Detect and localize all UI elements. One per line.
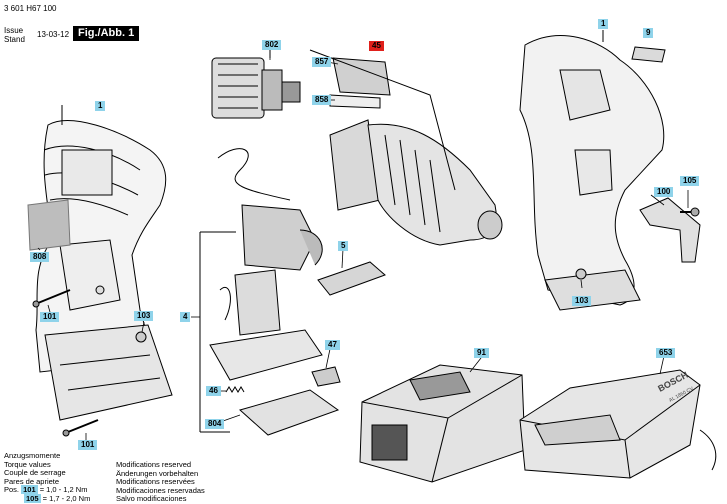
wire <box>217 148 291 201</box>
callout-858: 858 <box>312 95 332 105</box>
spring-858 <box>329 94 381 109</box>
nut-103-right <box>575 268 587 280</box>
callout-9: 9 <box>643 28 654 38</box>
torque-line: Torque values <box>4 459 51 469</box>
charger-653 <box>519 369 717 479</box>
modifications-line: Modifications reservées <box>116 477 195 487</box>
torque-line: Couple de serrage <box>4 468 66 478</box>
torque-value-101: = 1,0 - 1,2 Nm <box>39 485 88 495</box>
callout-105: 105 <box>680 176 700 186</box>
switch-module-4 <box>209 204 323 381</box>
issue-label: Issue <box>4 26 24 35</box>
callout-4: 4 <box>180 312 191 322</box>
callout-653: 653 <box>656 348 676 358</box>
callout-46: 46 <box>206 386 221 396</box>
torque-row-105: 105 = 1,7 - 2,0 Nm <box>4 493 91 504</box>
callout-808: 808 <box>30 252 50 262</box>
screws-101 <box>32 289 99 437</box>
issue-date: 13-03-12 <box>37 30 70 39</box>
pad-47 <box>311 366 341 387</box>
label-pad-808 <box>27 199 71 251</box>
callout-100: 100 <box>654 187 674 197</box>
housing-right-half <box>519 30 665 311</box>
callout-103-left: 103 <box>134 311 154 321</box>
callout-1-right: 1 <box>598 19 609 29</box>
battery-91 <box>359 364 526 483</box>
callout-103-right: 103 <box>572 296 592 306</box>
pos-label: Pos. <box>4 485 20 495</box>
callout-47: 47 <box>325 340 340 350</box>
screw-105 <box>680 207 700 217</box>
callout-857: 857 <box>312 57 332 67</box>
callout-91: 91 <box>474 348 489 358</box>
nut-103-left <box>135 331 147 343</box>
torque-row-101: Pos. 101 = 1,0 - 1,2 Nm <box>4 485 90 495</box>
modifications-block: Modifications reserved Änderungen vorbeh… <box>116 460 205 504</box>
modifications-line: Modificaciones reservadas <box>116 485 205 495</box>
spring-46 <box>225 386 245 393</box>
modifications-line: Änderungen vorbehalten <box>116 468 199 478</box>
direction-switch-5 <box>317 261 386 296</box>
callout-45: 45 <box>369 41 384 51</box>
modifications-line: Modifications reserved <box>116 460 192 469</box>
switch-cover-857 <box>332 57 391 96</box>
callout-802: 802 <box>262 40 282 50</box>
gearbox-45 <box>329 119 503 246</box>
callout-101-upper: 101 <box>40 312 60 322</box>
callout-101-lower: 101 <box>78 440 98 450</box>
torque-part-101: 101 <box>21 485 38 495</box>
callout-804: 804 <box>205 419 225 429</box>
torque-line: Pares de apriete <box>4 476 60 486</box>
callout-5: 5 <box>338 241 349 251</box>
callout-1-left: 1 <box>95 101 106 111</box>
stand-label: Stand <box>4 35 25 44</box>
torque-part-105: 105 <box>24 493 41 503</box>
motor-802 <box>211 50 301 119</box>
belt-clip-100 <box>639 197 701 263</box>
figure-title: Fig./Abb. 1 <box>73 26 140 41</box>
board-804 <box>238 389 340 436</box>
torque-value-105: = 1,7 - 2,0 Nm <box>42 493 91 503</box>
torque-line: Anzugsmomente <box>4 451 61 460</box>
housing-left-half <box>35 105 173 421</box>
part-number: 3 601 H67 100 <box>4 4 57 13</box>
label-9 <box>631 46 666 63</box>
torque-block: Anzugsmomente Torque values Couple de se… <box>4 451 91 504</box>
